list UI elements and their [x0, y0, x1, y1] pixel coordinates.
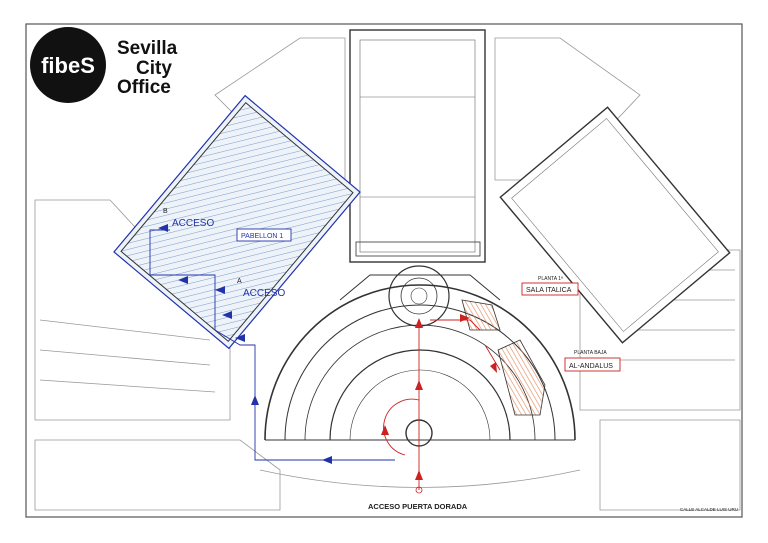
al-andalus-label: AL-ANDALUS	[569, 363, 613, 370]
planta-baja-label: PLANTA BAJA	[574, 350, 607, 356]
planta-1-label: PLANTA 1ª	[538, 276, 563, 282]
north-building	[349, 29, 486, 263]
pabellon-label: PABELLON 1	[241, 233, 283, 240]
red-arrow-icon	[460, 314, 470, 322]
logo-circle-text: fibeS	[41, 53, 95, 78]
street-label: CALLE ALCALDE LUIS URU	[680, 507, 738, 512]
red-arrow-icon	[415, 318, 423, 328]
acceso-b-letter: B	[163, 208, 168, 215]
blue-arrow-icon	[235, 334, 245, 342]
east-pavilion	[499, 106, 731, 344]
red-arrow-icon	[490, 362, 497, 373]
blue-access-route	[149, 224, 395, 464]
acceso-puerta-dorada-label: ACCESO PUERTA DORADA	[368, 502, 468, 511]
pabellon-label-box	[236, 228, 292, 242]
acceso-b-label: ACCESO	[172, 218, 214, 229]
red-arrow-icon	[415, 380, 423, 390]
fibes-logo-icon: fibeS Sevilla City Office	[30, 27, 178, 103]
red-access-route	[381, 314, 501, 494]
red-arrow-icon	[381, 425, 389, 435]
acceso-a-letter: A	[237, 278, 242, 285]
logo-line-1: Sevilla	[117, 38, 178, 59]
pabellon-1	[113, 94, 361, 350]
blue-arrow-icon	[178, 276, 188, 284]
blue-arrow-icon	[158, 224, 168, 232]
al-andalus-area	[497, 339, 546, 416]
red-arrow-icon	[415, 470, 423, 480]
blue-arrow-icon	[322, 456, 332, 464]
logo-line-2: City	[136, 58, 172, 79]
acceso-a-label: ACCESO	[243, 288, 285, 299]
sala-italica-box	[521, 282, 579, 296]
blue-arrow-icon	[215, 286, 225, 294]
blue-arrow-icon	[251, 395, 259, 405]
al-andalus-box	[564, 357, 621, 372]
sala-italica-label: SALA ITALICA	[526, 287, 572, 294]
logo-line-3: Office	[117, 77, 171, 98]
blue-arrow-icon	[222, 311, 232, 319]
